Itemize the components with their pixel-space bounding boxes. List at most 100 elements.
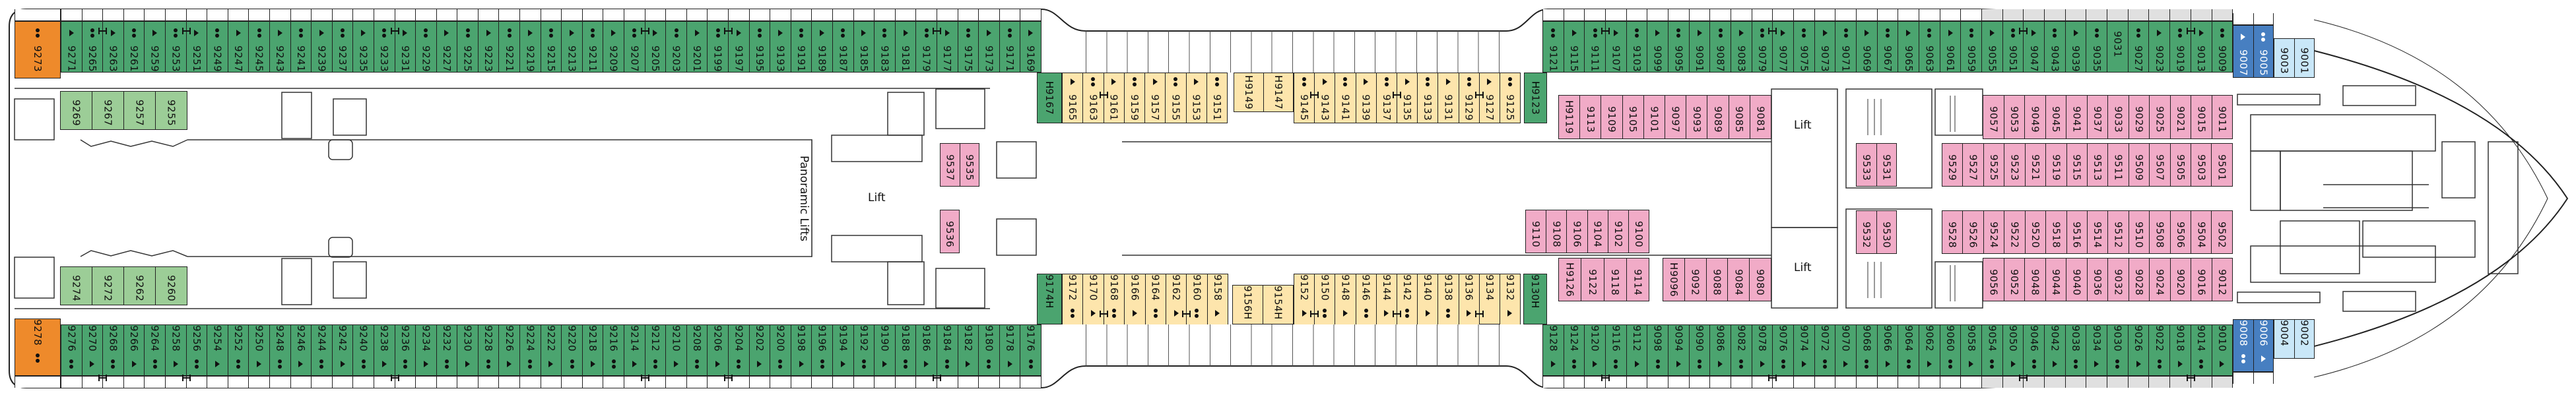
cabin-9180[interactable]: 9180 [979,324,1000,388]
cabin-9022[interactable]: 9022 [2149,324,2171,388]
cabin-9081[interactable]: 9081 [1750,95,1772,139]
cabin-9137[interactable]: 9137 [1376,73,1401,123]
cabin-9202[interactable]: 9202 [749,324,771,388]
cabin-9201[interactable]: 9201 [686,9,708,73]
cabin-9524[interactable]: 9524 [1983,210,2005,254]
cabin-9151[interactable]: 9151 [1206,73,1228,123]
cabin-9027[interactable]: 9027 [2128,9,2150,73]
cabin-9020[interactable]: 9020 [2170,258,2191,301]
cabin-9015[interactable]: 9015 [2191,95,2212,139]
cabin-9004[interactable]: 9004 [2274,319,2295,359]
cabin-9247[interactable]: 9247 [228,9,249,73]
cabin-9518[interactable]: 9518 [2046,210,2067,254]
cabin-9537[interactable]: 9537 [940,143,960,187]
cabin-9075[interactable]: 9075 [1794,9,1815,73]
cabin-9228[interactable]: 9228 [478,324,500,388]
cabin-9107[interactable]: 9107 [1606,9,1627,73]
cabin-9012[interactable]: 9012 [2212,258,2233,301]
cabin-9193[interactable]: 9193 [770,9,791,73]
cabin-9513[interactable]: 9513 [2087,143,2109,187]
cabin-9088[interactable]: 9088 [1706,258,1729,301]
cabin-9091[interactable]: 9091 [1689,9,1711,73]
cabin-9270[interactable]: 9270 [82,324,108,388]
cabin-9502[interactable]: 9502 [2212,210,2233,254]
cabin-9039[interactable]: 9039 [2065,9,2087,73]
cabin-9220[interactable]: 9220 [562,324,583,388]
cabin-9115[interactable]: 9115 [1564,9,1585,73]
cabin-9163[interactable]: 9163 [1083,73,1108,123]
cabin-9049[interactable]: 9049 [2025,95,2046,139]
cabin-9011[interactable]: 9011 [2212,95,2233,139]
cabin-9134[interactable]: 9134 [1479,274,1500,324]
cabin-9159[interactable]: 9159 [1124,73,1145,123]
cabin-9512[interactable]: 9512 [2108,210,2129,254]
cabin-9514[interactable]: 9514 [2087,210,2109,254]
cabin-9243[interactable]: 9243 [269,9,291,73]
cabin-9121[interactable]: 9121 [1542,9,1564,73]
cabin-9026[interactable]: 9026 [2128,324,2150,388]
cabin-9206[interactable]: 9206 [708,324,733,388]
cabin-9052[interactable]: 9052 [2004,258,2025,301]
cabin-9269[interactable]: 9269 [60,91,92,130]
cabin-9112[interactable]: 9112 [1626,324,1648,388]
cabin-9175[interactable]: 9175 [958,9,979,73]
cabin-9170[interactable]: 9170 [1083,274,1108,325]
cabin-9103[interactable]: 9103 [1626,9,1648,73]
cabin-9135[interactable]: 9135 [1397,73,1418,123]
cabin-9255[interactable]: 9255 [156,91,187,130]
cabin-9198[interactable]: 9198 [791,324,812,388]
cabin-9024[interactable]: 9024 [2150,258,2171,301]
cabin-9527[interactable]: 9527 [1963,143,1984,187]
cabin-9084[interactable]: 9084 [1728,258,1750,301]
cabin-9199[interactable]: 9199 [708,9,733,73]
cabin-9063[interactable]: 9063 [1919,9,1940,73]
cabin-9105[interactable]: 9105 [1622,95,1644,139]
cabin-9100[interactable]: 9100 [1628,210,1650,253]
cabin-9533[interactable]: 9533 [1856,143,1877,187]
cabin-9262[interactable]: 9262 [124,266,156,305]
cabin-9528[interactable]: 9528 [1942,210,1964,254]
cabin-9191[interactable]: 9191 [791,9,812,73]
cabin-9158[interactable]: 9158 [1207,274,1228,325]
cabin-9102[interactable]: 9102 [1608,210,1629,253]
cabin-9274[interactable]: 9274 [60,266,92,305]
cabin-9028[interactable]: 9028 [2129,258,2150,301]
cabin-9177[interactable]: 9177 [937,9,958,73]
cabin-9001[interactable]: 9001 [2294,38,2315,78]
cabin-9250[interactable]: 9250 [249,324,270,388]
cabin-9267[interactable]: 9267 [92,91,124,130]
cabin-9067[interactable]: 9067 [1877,9,1899,73]
cabin-9145[interactable]: 9145 [1294,73,1319,123]
cabin-9038[interactable]: 9038 [2065,324,2087,388]
cabin-9219[interactable]: 9219 [520,9,541,73]
cabin-9211[interactable]: 9211 [582,9,604,73]
cabin-9083[interactable]: 9083 [1731,9,1752,73]
cabin-9065[interactable]: 9065 [1898,9,1920,73]
cabin-9238[interactable]: 9238 [374,324,399,388]
cabin-9021[interactable]: 9021 [2170,95,2191,139]
cabin-9520[interactable]: 9520 [2025,210,2047,254]
cabin-9532[interactable]: 9532 [1856,210,1877,254]
cabin-9056[interactable]: 9056 [1983,258,2004,301]
cabin-9259[interactable]: 9259 [145,9,166,73]
cabin-9209[interactable]: 9209 [603,9,625,73]
cabin-9505[interactable]: 9505 [2170,143,2192,187]
cabin-9013[interactable]: 9013 [2191,9,2212,73]
cabin-9194[interactable]: 9194 [832,324,854,388]
cabin-9139[interactable]: 9139 [1356,73,1377,123]
cabin-9010[interactable]: 9010 [2212,324,2233,388]
cabin-9232[interactable]: 9232 [436,324,458,388]
cabin-9073[interactable]: 9073 [1814,9,1836,73]
cabin-9144[interactable]: 9144 [1376,274,1401,325]
cabin-9132[interactable]: 9132 [1500,274,1521,325]
cabin-9097[interactable]: 9097 [1665,95,1687,139]
cabin-9536[interactable]: 9536 [940,210,960,253]
cabin-9166[interactable]: 9166 [1125,274,1146,325]
cabin-9230[interactable]: 9230 [457,324,479,388]
cabin-9173[interactable]: 9173 [979,9,1000,73]
cabin-9089[interactable]: 9089 [1707,95,1729,139]
cabin-9109[interactable]: 9109 [1601,95,1623,139]
cabin-9240[interactable]: 9240 [353,324,374,388]
